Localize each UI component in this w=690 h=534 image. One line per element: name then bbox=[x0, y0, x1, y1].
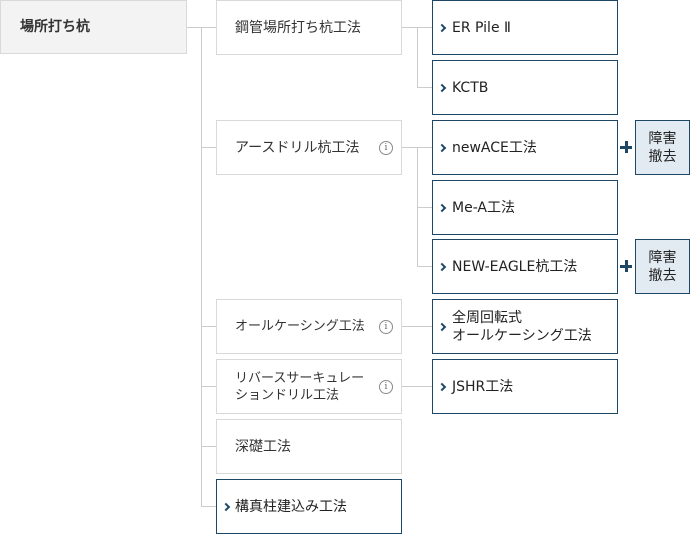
method-deep-foundation: 深礎工法 bbox=[216, 419, 402, 474]
method-label: 構真柱建込み工法 bbox=[235, 498, 347, 515]
submethod-jshr-link[interactable]: JSHR工法 bbox=[432, 359, 618, 414]
chevron-right-icon bbox=[437, 143, 447, 152]
root-label: 場所打ち杭 bbox=[20, 19, 90, 35]
chevron-right-icon bbox=[437, 83, 447, 92]
submethod-label: ER Pile Ⅱ bbox=[452, 19, 511, 36]
submethod-label: Me-A工法 bbox=[452, 199, 516, 216]
submethod-me-a-link[interactable]: Me-A工法 bbox=[432, 180, 618, 235]
chevron-right-icon bbox=[221, 502, 231, 511]
info-icon[interactable]: i bbox=[379, 319, 393, 334]
submethod-full-rotation-link[interactable]: 全周回転式 オールケーシング工法 bbox=[432, 299, 618, 354]
method-king-post-link[interactable]: 構真柱建込み工法 bbox=[216, 479, 402, 534]
connector-root-trunk bbox=[187, 27, 202, 28]
badge-label: 障害 撤去 bbox=[648, 130, 677, 165]
connector-mid-3 bbox=[201, 326, 216, 327]
connector-mid-1 bbox=[201, 27, 216, 28]
submethod-newace-link[interactable]: newACE工法 bbox=[432, 120, 618, 175]
chevron-right-icon bbox=[437, 203, 447, 212]
connector-steel-trunk bbox=[417, 27, 418, 87]
method-label: アースドリル杭工法 bbox=[235, 139, 360, 156]
info-icon[interactable]: i bbox=[379, 379, 393, 394]
submethod-new-eagle-link[interactable]: NEW-EAGLE杭工法 bbox=[432, 239, 618, 294]
method-label: リバースサーキュレー ションドリル工法 bbox=[235, 370, 365, 403]
connector-reverse-out bbox=[402, 386, 432, 387]
submethod-label: newACE工法 bbox=[452, 139, 537, 156]
chevron-right-icon bbox=[437, 23, 447, 32]
method-all-casing: オールケーシング工法 i bbox=[216, 299, 402, 354]
connector-earth-2 bbox=[417, 207, 432, 208]
obstacle-removal-badge[interactable]: 障害 撤去 bbox=[635, 120, 690, 175]
method-earth-drill: アースドリル杭工法 i bbox=[216, 120, 402, 175]
connector-earth-3 bbox=[417, 266, 432, 267]
method-label: オールケーシング工法 bbox=[235, 318, 365, 334]
info-icon[interactable]: i bbox=[379, 140, 393, 155]
submethod-kctb-link[interactable]: KCTB bbox=[432, 60, 618, 115]
method-steel-pipe: 鋼管場所打ち杭工法 bbox=[216, 0, 402, 55]
submethod-label: JSHR工法 bbox=[452, 378, 514, 395]
chevron-right-icon bbox=[437, 382, 447, 391]
method-label: 深礎工法 bbox=[235, 438, 291, 455]
method-label: 鋼管場所打ち杭工法 bbox=[235, 19, 361, 36]
connector-mid-4 bbox=[201, 386, 216, 387]
submethod-label: KCTB bbox=[452, 79, 489, 96]
connector-earth-trunk bbox=[417, 147, 418, 266]
submethod-er-pile-link[interactable]: ER Pile Ⅱ bbox=[432, 0, 618, 55]
plus-icon bbox=[620, 141, 632, 153]
connector-casing-out bbox=[402, 326, 432, 327]
chevron-right-icon bbox=[437, 262, 447, 271]
connector-mid-6 bbox=[201, 506, 216, 507]
method-reverse-circulation: リバースサーキュレー ションドリル工法 i bbox=[216, 359, 402, 414]
connector-mid-2 bbox=[201, 147, 216, 148]
obstacle-removal-badge[interactable]: 障害 撤去 bbox=[635, 239, 690, 294]
chevron-right-icon bbox=[437, 322, 447, 331]
submethod-label: NEW-EAGLE杭工法 bbox=[452, 258, 578, 275]
connector-mid-trunk bbox=[201, 27, 202, 507]
badge-label: 障害 撤去 bbox=[648, 249, 677, 284]
root-category: 場所打ち杭 bbox=[0, 0, 187, 54]
plus-icon bbox=[620, 260, 632, 272]
submethod-label: 全周回転式 オールケーシング工法 bbox=[452, 309, 592, 344]
connector-mid-5 bbox=[201, 446, 216, 447]
connector-steel-2 bbox=[417, 87, 432, 88]
